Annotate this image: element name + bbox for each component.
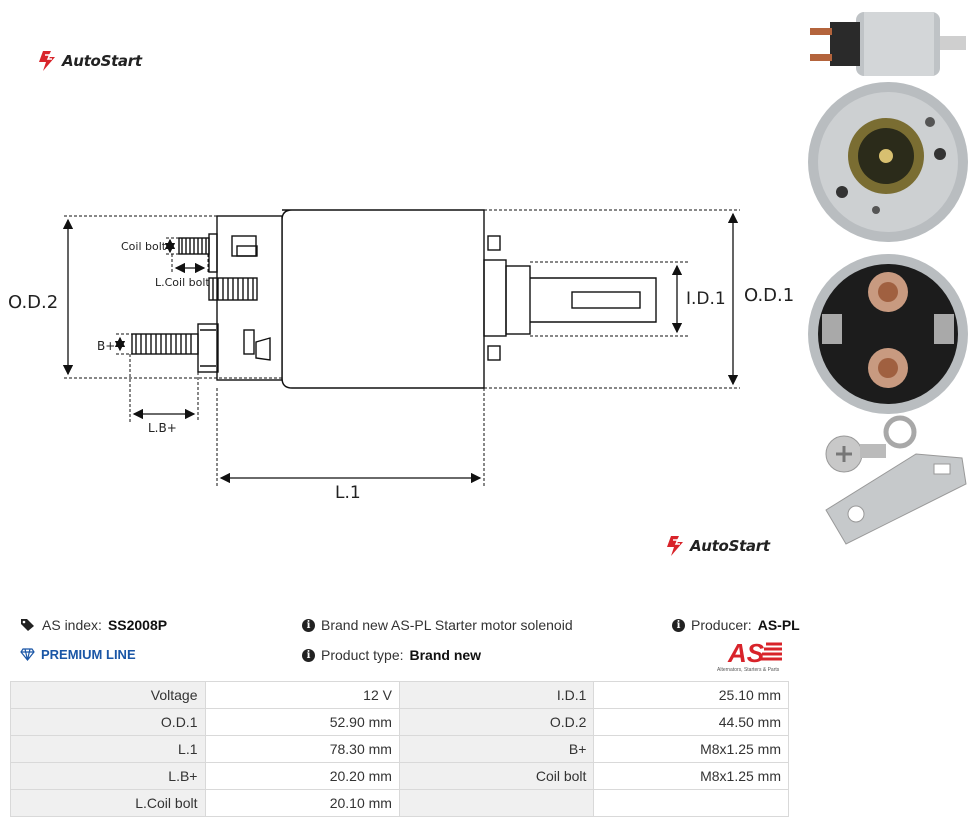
- solenoid-terminals-photo[interactable]: [806, 252, 970, 416]
- bplus-bolt: [131, 333, 199, 355]
- spec-label: L.Coil bolt: [10, 789, 206, 817]
- premium-line-label: PREMIUM LINE: [41, 647, 136, 662]
- solenoid-body: [281, 209, 485, 389]
- spec-value: 44.50 mm: [593, 708, 789, 736]
- l-coil-bolt-label: L.Coil bolt: [155, 276, 210, 289]
- lbplus-label: L.B+: [148, 421, 177, 435]
- info-icon: i: [302, 618, 315, 632]
- autostart-logo-text: AutoStart: [690, 537, 770, 555]
- l1-label: L.1: [335, 483, 361, 503]
- spec-label: Coil bolt: [398, 762, 595, 790]
- spec-value: 78.30 mm: [204, 735, 400, 763]
- coil-bolt-label: Coil bolt: [121, 240, 167, 253]
- producer-label: Producer:: [691, 617, 752, 633]
- solenoid-face-photo[interactable]: [806, 80, 970, 244]
- product-type-value: Brand new: [409, 647, 482, 663]
- spec-value: M8x1.25 mm: [593, 735, 789, 763]
- spec-label: [398, 789, 595, 817]
- autostart-logo[interactable]: AutoStart: [36, 50, 142, 72]
- as-index-value: SS2008P: [107, 617, 168, 633]
- producer: i Producer: AS-PL: [672, 617, 800, 633]
- info-icon: i: [302, 648, 315, 662]
- hardware-kit-photo[interactable]: [806, 414, 972, 550]
- as-logo-text: AS: [727, 638, 765, 668]
- spec-label: Voltage: [10, 681, 206, 709]
- bplus-label: B+: [97, 339, 115, 353]
- as-pl-logo[interactable]: AS Alternators, Starters & Parts: [716, 638, 792, 674]
- spec-value: 20.10 mm: [204, 789, 400, 817]
- as-index-label: AS index:: [42, 617, 102, 633]
- solenoid-cap: [216, 215, 283, 381]
- solenoid-side-photo[interactable]: [804, 8, 970, 82]
- od2-label: O.D.2: [8, 292, 58, 313]
- tags-icon: [21, 619, 34, 631]
- plunger: [505, 265, 531, 335]
- product-type: i Product type: Brand new: [302, 647, 481, 663]
- description-text: Brand new AS-PL Starter motor solenoid: [321, 617, 573, 633]
- info-icon: i: [672, 618, 685, 632]
- producer-value: AS-PL: [757, 617, 800, 633]
- id1-label: I.D.1: [686, 289, 726, 309]
- autostart-logo-bottom[interactable]: AutoStart: [664, 535, 770, 557]
- spec-label: B+: [398, 735, 595, 763]
- spec-label: L.B+: [10, 762, 206, 790]
- spec-value: [593, 789, 789, 817]
- autostart-logo-text: AutoStart: [62, 52, 142, 70]
- product-description: i Brand new AS-PL Starter motor solenoid: [302, 617, 573, 633]
- spec-label: I.D.1: [398, 681, 595, 709]
- product-type-label: Product type:: [321, 647, 404, 663]
- autostart-bolt-icon: [667, 536, 683, 556]
- spec-value: 25.10 mm: [593, 681, 789, 709]
- spec-value: 12 V: [204, 681, 400, 709]
- od1-label: O.D.1: [744, 285, 794, 306]
- premium-line-badge[interactable]: PREMIUM LINE: [20, 647, 136, 662]
- as-index: AS index: SS2008P: [20, 617, 167, 633]
- spec-value: 20.20 mm: [204, 762, 400, 790]
- autostart-bolt-icon: [39, 51, 55, 71]
- as-logo-tagline: Alternators, Starters & Parts: [717, 667, 780, 673]
- diamond-icon: [20, 648, 35, 661]
- spec-label: O.D.1: [10, 708, 206, 736]
- spec-value: M8x1.25 mm: [593, 762, 789, 790]
- spec-label: O.D.2: [398, 708, 595, 736]
- solenoid-technical-drawing: O.D.2 O.D.1 I.D.1 L.1 B+ L.B+ Coil bolt …: [8, 209, 794, 503]
- spec-value: 52.90 mm: [204, 708, 400, 736]
- spec-label: L.1: [10, 735, 206, 763]
